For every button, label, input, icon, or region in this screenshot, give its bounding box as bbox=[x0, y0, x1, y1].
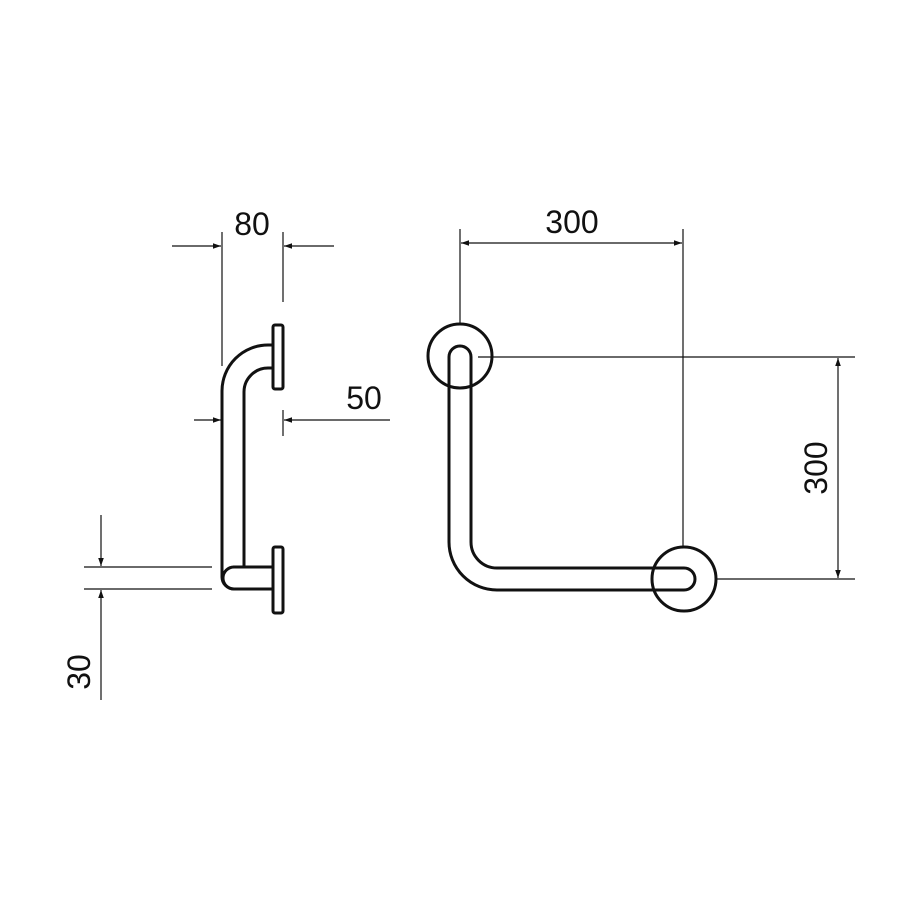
dim-label-300-width: 300 bbox=[545, 204, 598, 240]
dimension-offset: 50 bbox=[194, 380, 390, 436]
dim-label-80: 80 bbox=[234, 206, 270, 242]
dim-label-50: 50 bbox=[346, 380, 382, 416]
l-bar bbox=[447, 344, 697, 592]
dimension-tube: 30 bbox=[61, 515, 212, 700]
side-bar-inner bbox=[242, 366, 274, 569]
top-flange bbox=[271, 323, 285, 391]
side-view: 80 50 30 bbox=[61, 206, 390, 700]
side-bar-end-cap bbox=[221, 565, 236, 591]
dim-label-300-height: 300 bbox=[798, 441, 834, 494]
dimension-height: 300 bbox=[478, 356, 855, 580]
dimension-width: 300 bbox=[459, 204, 684, 547]
dim-label-30: 30 bbox=[61, 654, 97, 690]
front-view: 300 300 bbox=[426, 204, 855, 613]
bottom-flange bbox=[271, 545, 285, 615]
bottom-rosette bbox=[650, 545, 718, 613]
top-rosette bbox=[426, 322, 494, 390]
dimension-depth: 80 bbox=[172, 206, 334, 366]
